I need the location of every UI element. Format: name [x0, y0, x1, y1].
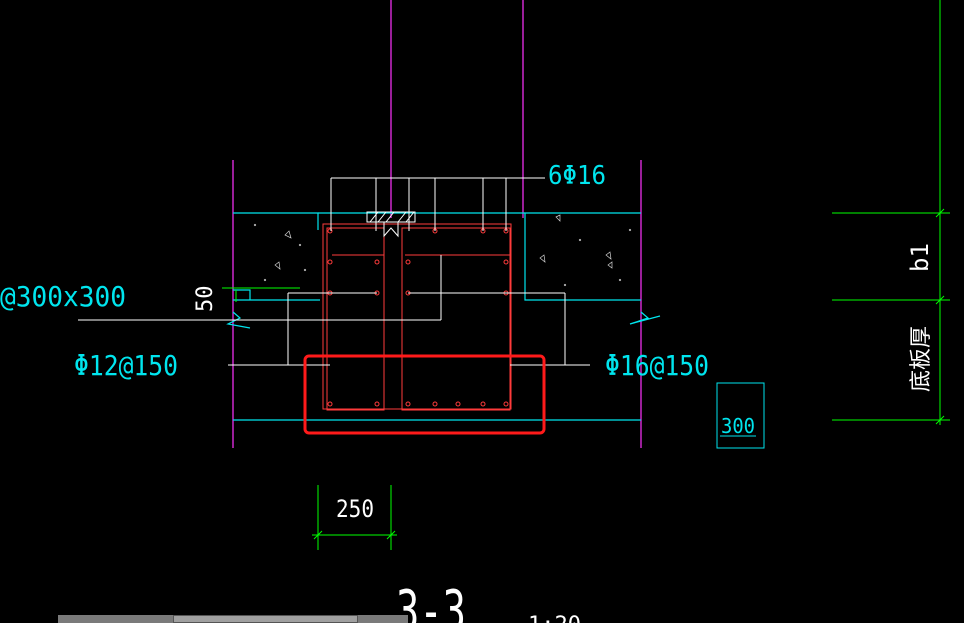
label-slab-thickness[interactable]: 底板厚	[909, 326, 934, 392]
label-right-stirrup[interactable]: Φ16@150	[605, 349, 709, 382]
label-dim-50[interactable]: 50	[193, 286, 218, 313]
rebar-cage-left	[322, 223, 512, 411]
scrollbar-thumb[interactable]	[173, 615, 358, 623]
dimension-lines	[222, 0, 950, 550]
section-scale[interactable]: 1:20	[528, 613, 581, 623]
concrete-outline	[226, 212, 661, 421]
label-left-spacing[interactable]: @300x300	[0, 280, 126, 313]
concrete-hatch	[253, 214, 632, 287]
dim-300-box	[716, 382, 765, 449]
rebar-dots	[327, 228, 509, 407]
label-dim-b1[interactable]: b1	[906, 243, 934, 272]
leader-lines	[78, 177, 590, 366]
anchor-symbol	[366, 211, 416, 238]
horizontal-scrollbar[interactable]	[58, 615, 408, 623]
axis-lines	[232, 0, 642, 448]
label-dim-250[interactable]: 250	[336, 495, 374, 523]
label-top-rebar[interactable]: 6Φ16	[548, 161, 606, 191]
label-dim-300[interactable]: 300	[721, 414, 755, 438]
label-left-stirrup[interactable]: Φ12@150	[74, 349, 178, 382]
selection-highlight[interactable]	[303, 354, 546, 435]
